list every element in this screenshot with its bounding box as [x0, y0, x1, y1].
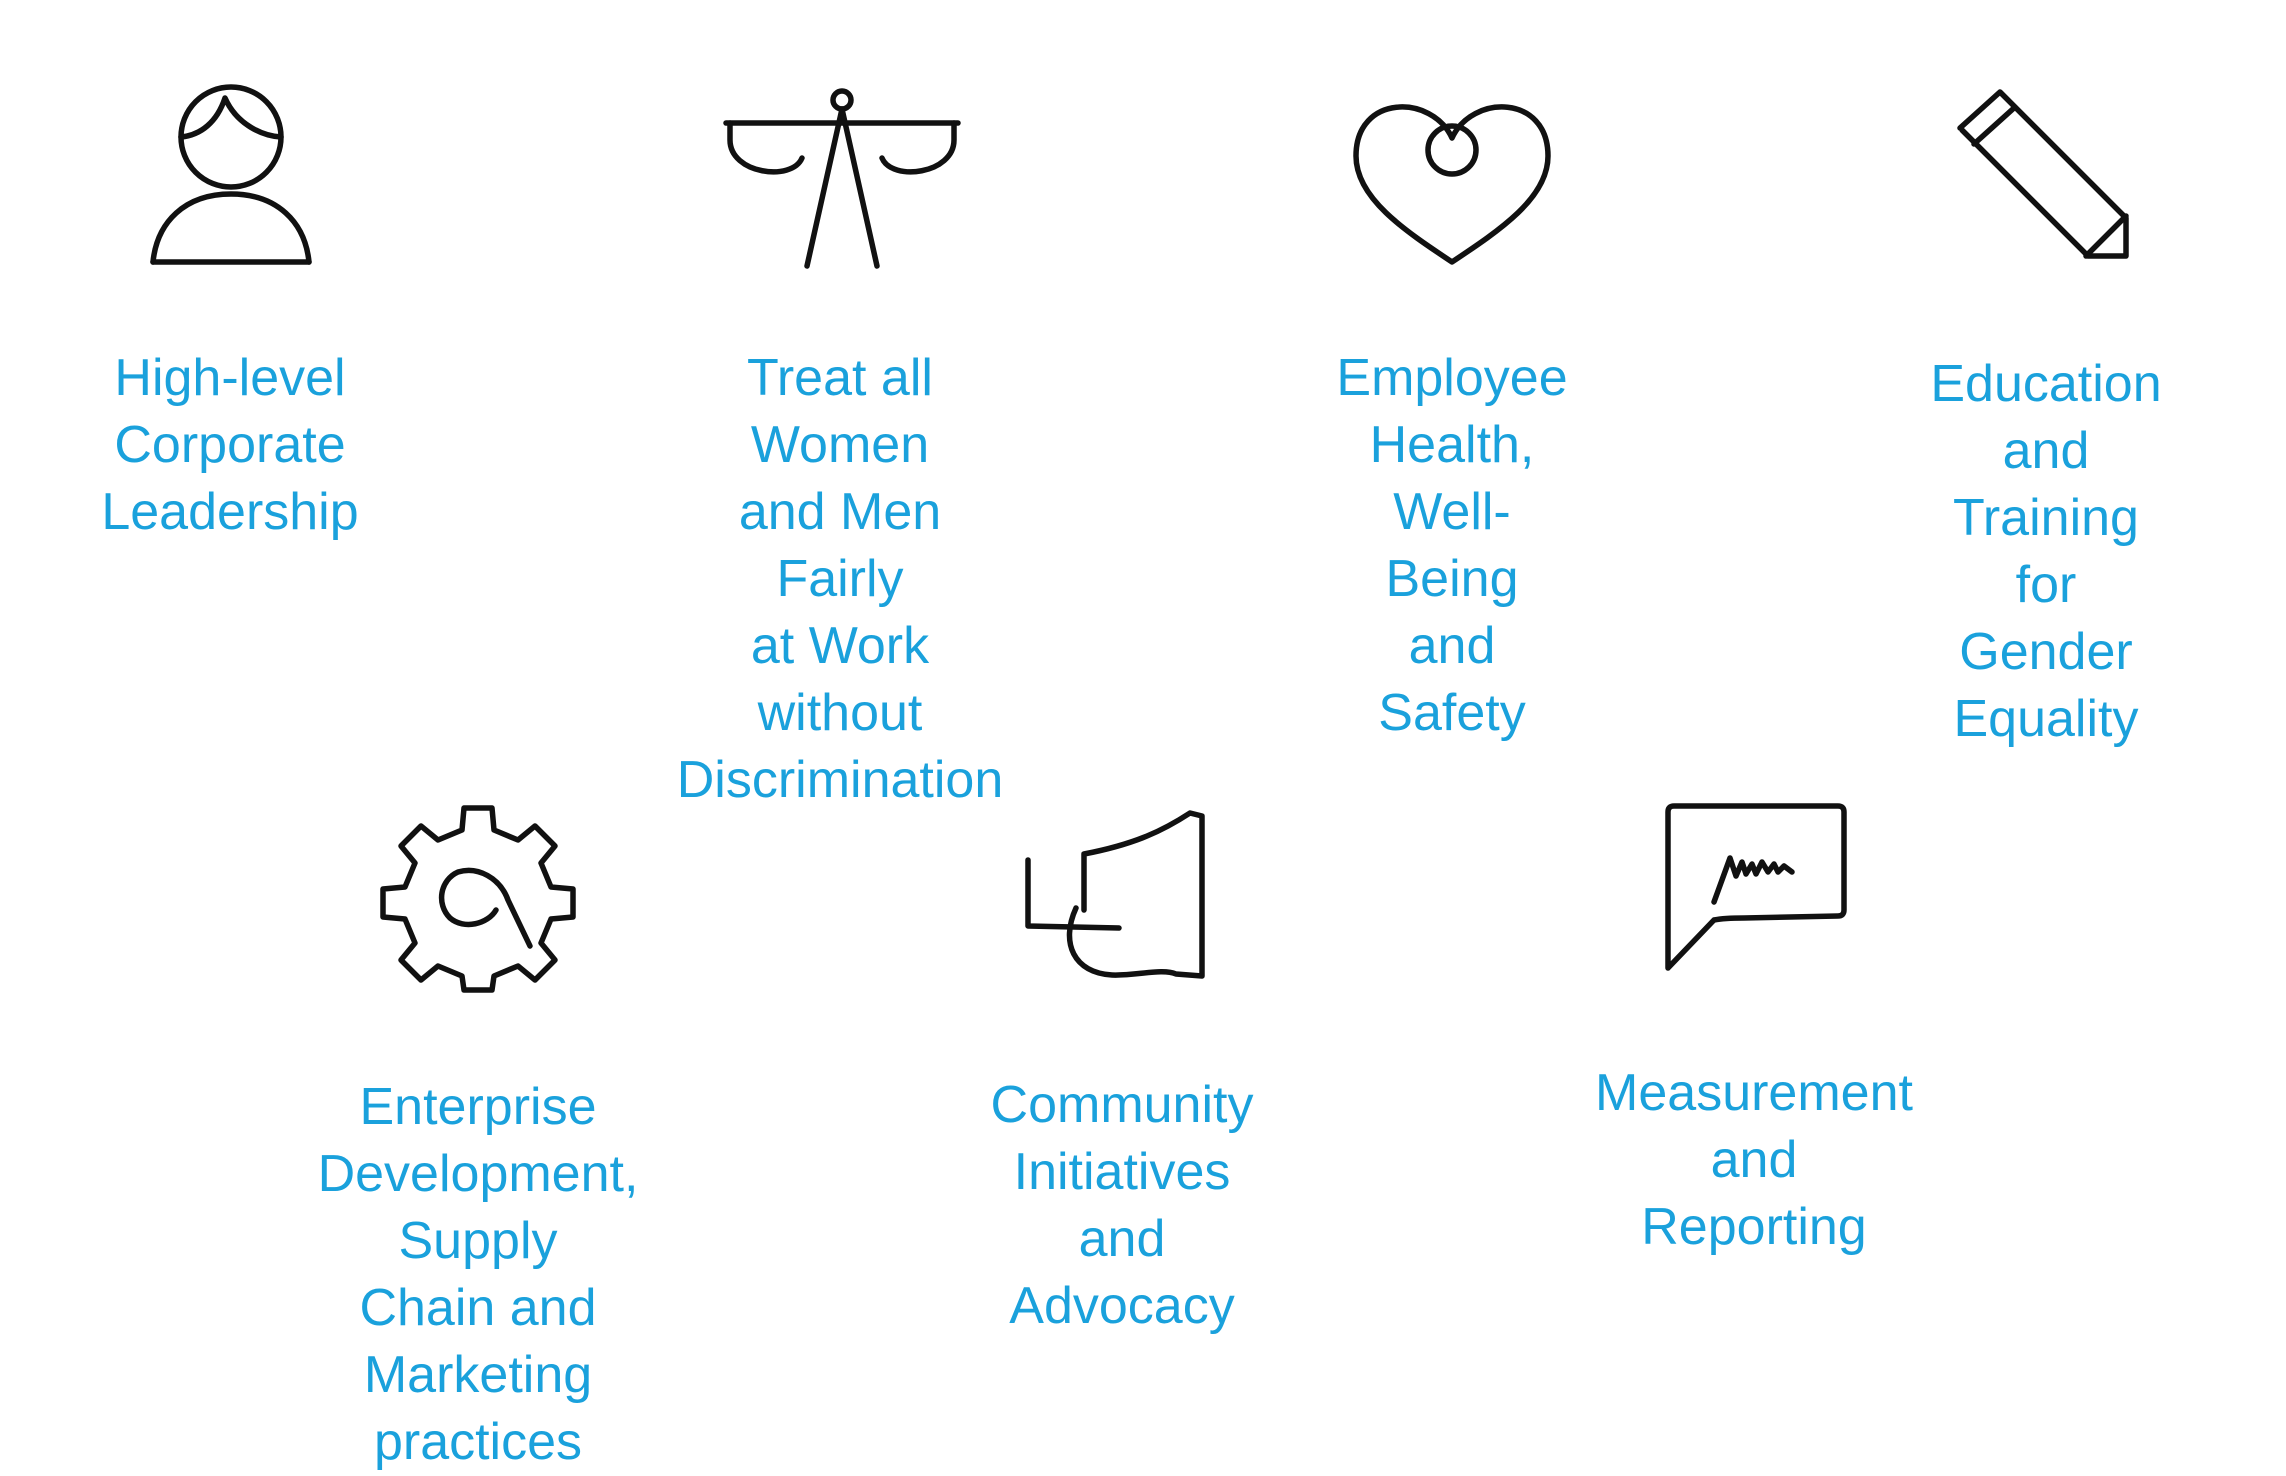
pencil-icon — [1952, 86, 2142, 261]
scales-icon — [722, 86, 962, 271]
education-label: Education and Training for Gender Equali… — [1930, 355, 2162, 748]
community-label: Community Initiatives and Advocacy — [990, 1076, 1254, 1335]
measurement-label: Measurement and Reporting — [1595, 1064, 1913, 1256]
health-label: Employee Health, Well-Being and Safety — [1336, 349, 1568, 742]
person-icon — [145, 80, 315, 265]
fair-treatment-label: Treat all Women and Men Fairly at Work w… — [676, 349, 1004, 809]
megaphone-icon — [1024, 808, 1214, 983]
gear-icon — [378, 800, 578, 995]
chart-board-icon — [1664, 800, 1854, 975]
enterprise-label: Enterprise Development, Supply Chain and… — [317, 1078, 639, 1471]
heart-icon — [1352, 90, 1552, 265]
leadership-label: High-level Corporate Leadership — [101, 349, 359, 541]
